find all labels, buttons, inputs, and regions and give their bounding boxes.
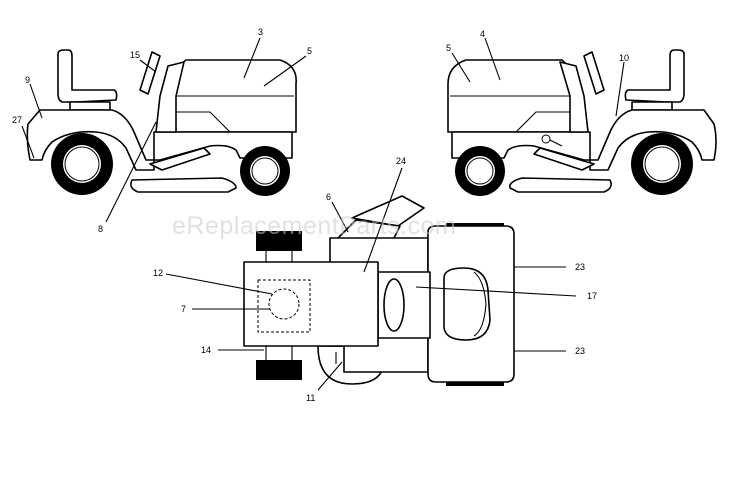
top-view-steering-wheel (383, 278, 405, 332)
right-mower-dash (559, 61, 589, 133)
right-mower-footrest (533, 147, 595, 171)
callout-15: 15 (130, 50, 140, 60)
right-mower-seat (624, 49, 685, 103)
callout-23-lower: 23 (575, 346, 585, 356)
callout-8: 8 (98, 224, 103, 234)
callout-5-right: 5 (446, 43, 451, 53)
right-mower-side-view (447, 49, 717, 196)
callout-24: 24 (396, 156, 406, 166)
right-mower-deck (508, 177, 612, 193)
top-view-seat-outline (257, 279, 311, 333)
left-mower-seat (57, 49, 118, 103)
callout-7: 7 (181, 304, 186, 314)
right-mower-steering-wheel (583, 51, 605, 95)
left-mower-fender (26, 109, 155, 171)
right-mower-seat-base (631, 101, 673, 111)
callout-4: 4 (480, 29, 485, 39)
callout-9: 9 (25, 75, 30, 85)
right-mower-fender (589, 109, 717, 171)
top-view-rear-tire-upper (256, 231, 302, 251)
top-view-front-tire-lower (446, 380, 504, 386)
callout-labels: 3 5 15 9 27 8 4 5 10 24 6 12 7 14 11 23 … (12, 27, 629, 403)
left-mower-deck (130, 177, 237, 193)
callout-27: 27 (12, 115, 22, 125)
left-mower-steering-wheel (139, 51, 161, 95)
left-mower-seat-base (69, 101, 111, 111)
top-view-rear-fender (243, 261, 379, 347)
mower-top-view (243, 195, 515, 386)
left-mower-dash (155, 61, 185, 133)
callout-5-left: 5 (307, 46, 312, 56)
callout-23-upper: 23 (575, 262, 585, 272)
callout-14: 14 (201, 345, 211, 355)
watermark: eReplacementParts.com (172, 212, 456, 240)
callout-3: 3 (258, 27, 263, 37)
leader-lines (21, 37, 625, 391)
right-mower-key-icon (541, 134, 563, 147)
top-view-grille (443, 267, 491, 341)
top-view-seat-circle (268, 288, 300, 320)
callout-11: 11 (306, 393, 315, 403)
callout-12: 12 (153, 268, 163, 278)
callout-10: 10 (619, 53, 629, 63)
callout-17: 17 (587, 291, 597, 301)
left-mower-footrest (149, 147, 211, 171)
left-mower-side-view (26, 49, 297, 196)
top-view-rear-tire-lower (256, 360, 302, 380)
callout-6: 6 (326, 192, 331, 202)
